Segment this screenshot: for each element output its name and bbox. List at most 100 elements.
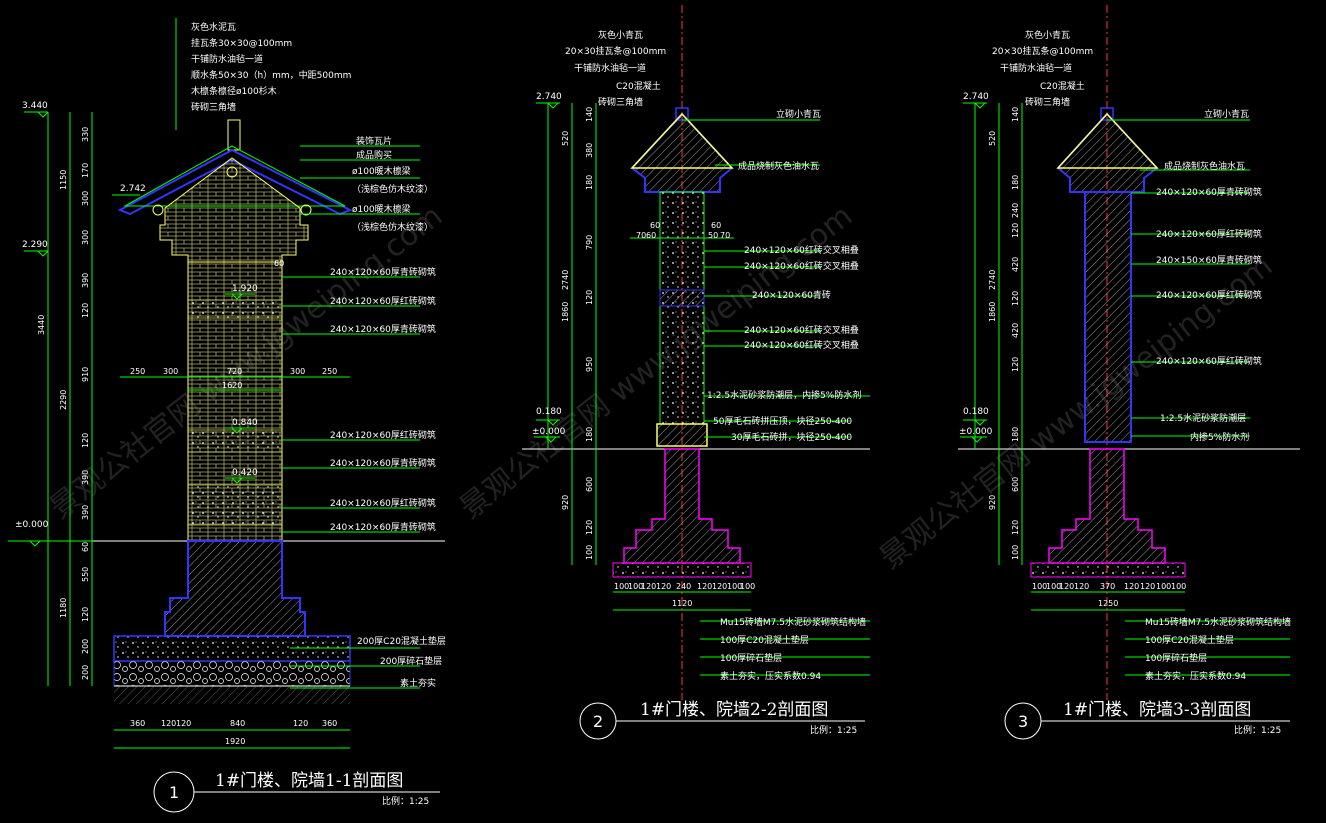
dim-label: 140 [1011,107,1020,122]
section-title: 1#门楼、院墙1-1剖面图 [215,771,403,791]
elevation-label: 2.740 [536,92,562,102]
material-note: 砖砌三角墙 [1025,96,1070,108]
dim-label: 300 [290,367,305,376]
dim-label: 120 [656,582,671,591]
dim-label: 180 [1011,427,1020,442]
dim-label: 1180 [59,598,68,618]
material-note: 成品购买 [356,149,392,161]
material-note: 100厚C20混凝土垫层 [720,634,809,646]
dim-label: 120 [1011,291,1020,306]
gravel-bed [113,660,351,687]
material-note: Mu15砖墙M7.5水泥砂浆砌筑结构墙 [1145,616,1291,628]
dim-label: 520 [561,131,570,146]
dim-label: 840 [230,719,245,728]
dim-label: 330 [81,127,90,142]
concrete-bed [612,562,752,578]
brick-wall [1084,191,1132,443]
stone-coping [656,423,708,447]
dim-label: 1120 [672,599,692,608]
material-note: 240×120×60厚红砖砌筑 [330,295,436,307]
material-note: 240×120×60厚红砖砌筑 [330,497,436,509]
section-2-text: 灰色小青瓦 20×30挂瓦条@100mm 干铺防水油毡一道 C20混凝土 砖砌三… [532,29,866,736]
dim-label: 920 [561,495,570,510]
elevation-marker [536,419,560,426]
elevation-label: ±0.000 [532,427,566,437]
concrete-bed [1030,562,1186,578]
foundation-footing [623,448,741,564]
elevation-label: 0.420 [232,468,258,478]
dim-label: 180 [585,427,594,442]
dim-label: 120 [1059,582,1074,591]
roof-cap [630,112,734,193]
material-note: ø100暖木檩梁 [352,165,411,177]
dim-label: 170 [81,163,90,178]
dim-label: 100 [1032,582,1047,591]
section-1-drawing [8,18,445,813]
elevation-label: 2.290 [22,240,48,250]
elevation-label: ±0.000 [959,427,993,437]
dim-label: 420 [1011,257,1020,272]
dim-label: 100 [1171,582,1186,591]
dim-label: 360 [322,719,337,728]
material-note: 灰色小青瓦 [1025,29,1070,41]
dim-label: 100 [628,582,643,591]
material-note: （浅棕色仿木纹漆） [352,221,433,233]
material-note: 灰色小青瓦 [598,29,643,41]
dim-label: 240 [676,582,691,591]
dim-label: 1860 [988,302,997,322]
dim-label: 420 [1011,323,1020,338]
material-note: 30厚毛石砖拼，块径250-400 [731,431,852,443]
dim-label: 120 [585,290,594,305]
compacted-soil [114,686,350,704]
brick-wall [659,191,705,425]
material-note: 240×120×60厚青砖砌筑 [330,266,436,278]
dim-label: 120 [1140,582,1155,591]
material-note: 砖砌三角墙 [598,96,643,108]
section-title: 1#门楼、院墙3-3剖面图 [1063,700,1251,720]
material-note: 240×120×60红砖交叉相叠 [744,260,859,272]
dim-label: 60 [711,221,721,230]
dim-label: 2740 [561,270,570,290]
red-brick-band [187,299,283,319]
dim-label: 120 [81,607,90,622]
material-note: 240×120×60红砖交叉相叠 [744,339,859,351]
dim-label: 720 [227,367,242,376]
foundation-footing [164,540,306,637]
elevation-label: 2.740 [963,92,989,102]
dim-label: 200 [81,665,90,680]
dim-label: 390 [81,470,90,485]
material-note: 200厚碎石垫层 [380,655,442,667]
material-note: 立砌小青瓦 [776,108,821,120]
dim-label: 70 [636,231,646,240]
material-note: C20混凝土 [616,80,661,92]
dim-label: 920 [988,495,997,510]
section-3-drawing [958,5,1300,740]
elevation-label: 3.440 [22,101,48,111]
section-2-drawing [522,5,870,740]
elevation-marker [225,427,255,434]
section-number: 1 [169,783,179,802]
material-note: 干铺防水油毡一道 [574,62,646,74]
material-note: 200厚C20混凝土垫层 [357,635,446,647]
elevation-marker [534,436,560,443]
dim-label: 1250 [1098,599,1118,608]
dim-label: 120 [1011,520,1020,535]
dim-label: 390 [81,505,90,520]
blue-brick-band [659,289,705,307]
dim-label: 300 [81,230,90,245]
material-note: 1:2.5水泥砂浆防潮层，内掺5%防水剂 [707,389,861,401]
elevation-label: ±0.000 [15,520,49,530]
dim-label: 360 [130,719,145,728]
scale-label: 比例：1:25 [382,795,429,807]
elevation-marker [12,540,48,547]
material-note: 灰色水泥瓦 [191,21,236,33]
scale-label: 比例：1:25 [1234,724,1281,736]
material-note: 内掺5%防水剂 [1190,431,1249,443]
dim-label: 120 [1011,223,1020,238]
dim-label: 100 [727,582,742,591]
material-note: 240×120×60青砖 [752,289,831,301]
material-note: C20混凝土 [1040,80,1085,92]
dim-label: 120 [1011,357,1020,372]
material-note: ø100暖木檩梁 [352,203,411,215]
dim-label: 600 [585,477,594,492]
